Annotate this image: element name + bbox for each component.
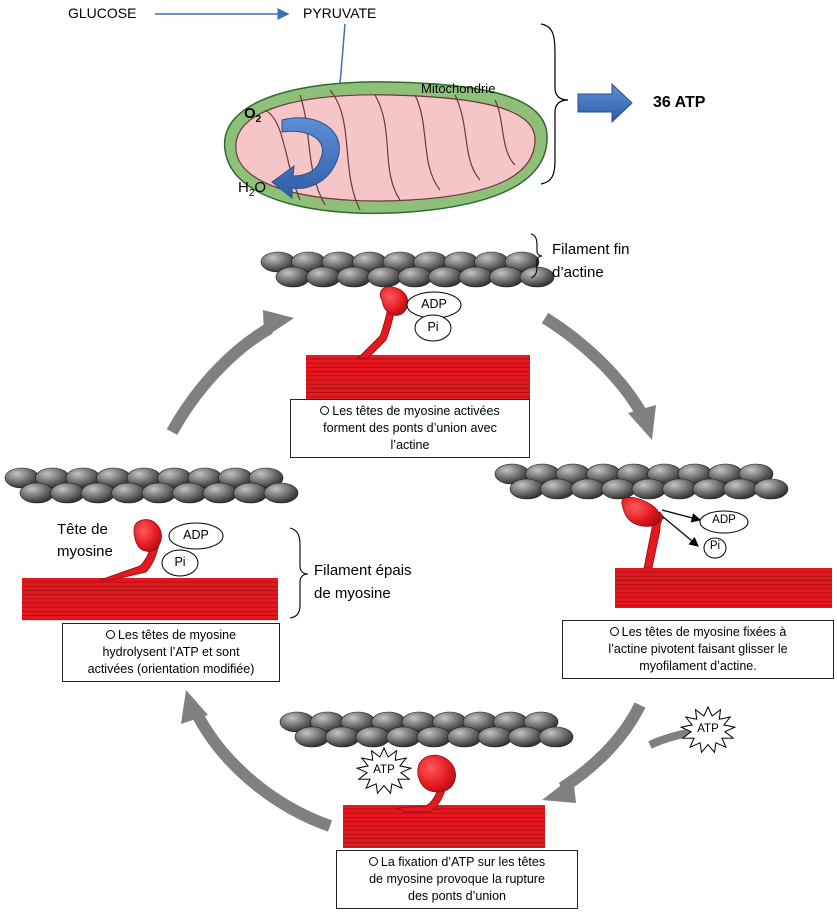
cycle-arrowhead-bottom [542,776,576,803]
pi-label-left: Pi [174,555,186,569]
atp-label-bottom: ATP [373,764,395,776]
adp-label-left: ADP [183,528,209,542]
cycle-arrow-right-to-bottom [558,702,646,794]
glucose-label: GLUCOSE [68,5,137,21]
pi-ellipse-left [161,549,199,577]
cycle-arrow-top-to-right [541,312,650,421]
actin-filament-bottom [279,711,574,748]
adp-ellipse-left [168,522,224,550]
actin-filament-left [4,467,299,504]
pi-ellipse-right [703,537,727,559]
cycle-arrowhead-top [263,310,294,338]
bullet-icon [320,406,330,415]
cycle-arrow-left-to-top [166,322,274,435]
bullet-icon [368,857,378,866]
actin-filaments [4,251,789,748]
step-box-top: Les têtes de myosine activées forment de… [290,399,530,458]
atp-burst-right [679,705,737,754]
cycle-arrow-bottom-to-left [190,709,332,832]
cycle-arrowhead-right [628,405,656,440]
adp-label-top: ADP [421,297,447,311]
mitochondrion-illustration [224,81,548,215]
atp-output-arrow [577,82,633,124]
myosin-head-left [133,519,162,552]
myosin-bundle-top [306,355,530,400]
atp-burst-bottom [355,746,413,795]
pi-ellipse-top [414,314,452,342]
pyruvate-label: PYRUVATE [303,5,377,21]
myosin-head-top [379,286,409,316]
bullet-icon [105,630,115,639]
adp-release-arrow [661,509,702,523]
o2-label: O2 [244,105,262,125]
thin-filament-label: Filament fin d’actine [552,241,630,281]
thick-filament-brace [289,527,309,619]
o2-to-h2o-curved-arrow [271,117,340,200]
myosin-bundles [22,355,832,848]
cycle-arrowhead-left [181,690,208,724]
step-box-bottom: La fixation d’ATP sur les têtes de myosi… [336,850,578,909]
h2o-label: H2O [238,179,267,199]
myosin-head-bottom [417,754,456,793]
actin-filament-top [260,251,555,288]
myosin-head-label: Tête de myosine [57,521,113,560]
myosin-bundle-right [615,568,832,608]
thin-filament-brace [530,233,543,279]
atp-yield-label: 36 ATP [653,94,706,111]
myosin-neck-top [357,307,396,359]
step-box-right: Les têtes de myosine fixées à l’actine p… [562,620,834,679]
mitochondria-brace [540,23,569,185]
pi-label-right: Pi [709,540,721,552]
pi-release-arrow [661,515,699,547]
bullet-icon [609,627,619,636]
pi-label-top: Pi [427,320,439,334]
actin-filament-right [494,463,789,500]
myosin-bundle-left [22,578,278,621]
myosin-bundle-bottom [343,805,545,848]
mitochondria-label: Mitochondrie [421,81,496,96]
atp-label-right: ATP [697,723,719,735]
step-box-left: Les têtes de myosine hydrolysent l’ATP e… [62,623,280,682]
adp-ellipse-right [699,510,749,534]
myosin-head-right [621,496,661,527]
adp-label-right: ADP [712,514,736,526]
thick-filament-label: Filament épais de myosine [314,562,412,602]
